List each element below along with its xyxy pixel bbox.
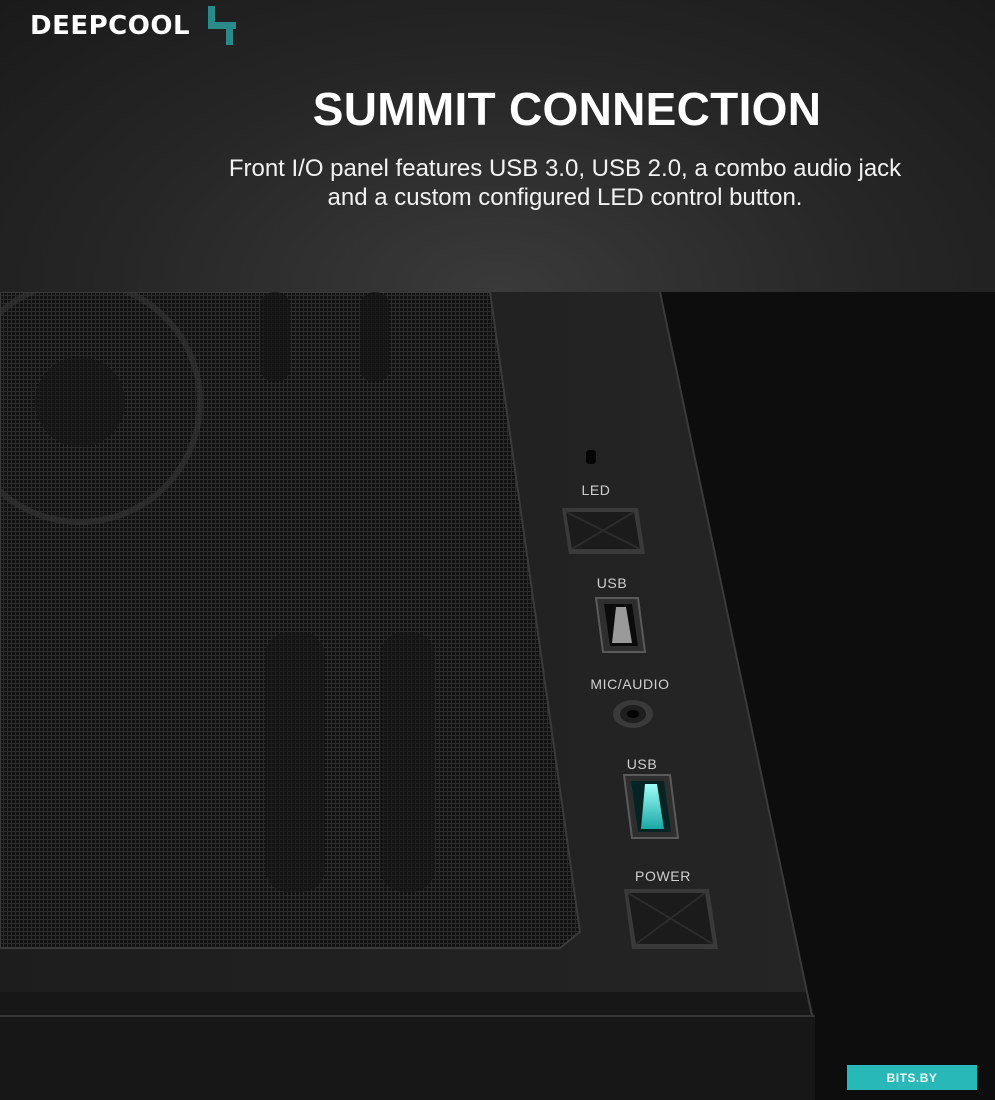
power-label: POWER: [635, 868, 691, 884]
led-label: LED: [581, 482, 610, 498]
power-button[interactable]: [624, 889, 718, 949]
watermark: BITS.BY: [847, 1065, 977, 1090]
page-title: SUMMIT CONNECTION: [312, 83, 822, 135]
audio-combo-jack[interactable]: [613, 700, 653, 728]
header-background: [0, 0, 995, 292]
subtitle-line-1: Front I/O panel features USB 3.0, USB 2.…: [228, 155, 902, 182]
deepcool-logo-icon: [208, 6, 237, 45]
led-control-button[interactable]: [562, 508, 645, 554]
subtitle-line-2: and a custom configured LED control butt…: [327, 184, 803, 211]
status-led-icon: [586, 450, 596, 464]
usb2-tongue-icon: [612, 607, 632, 643]
brand-logo[interactable]: DEEPCOOL: [30, 6, 240, 46]
brand-name: DEEPCOOL: [30, 11, 191, 41]
usb-top-label: USB: [597, 575, 628, 591]
usb3-port[interactable]: [622, 774, 680, 839]
usb2-port[interactable]: [594, 597, 647, 653]
page-subtitle: Front I/O panel features USB 3.0, USB 2.…: [170, 154, 960, 212]
usb-bottom-label: USB: [627, 756, 658, 772]
mic-audio-label: MIC/AUDIO: [590, 676, 669, 692]
product-photo: LED USB MIC/AUDIO USB POWER: [0, 292, 995, 1100]
usb3-tongue-icon: [641, 784, 664, 829]
